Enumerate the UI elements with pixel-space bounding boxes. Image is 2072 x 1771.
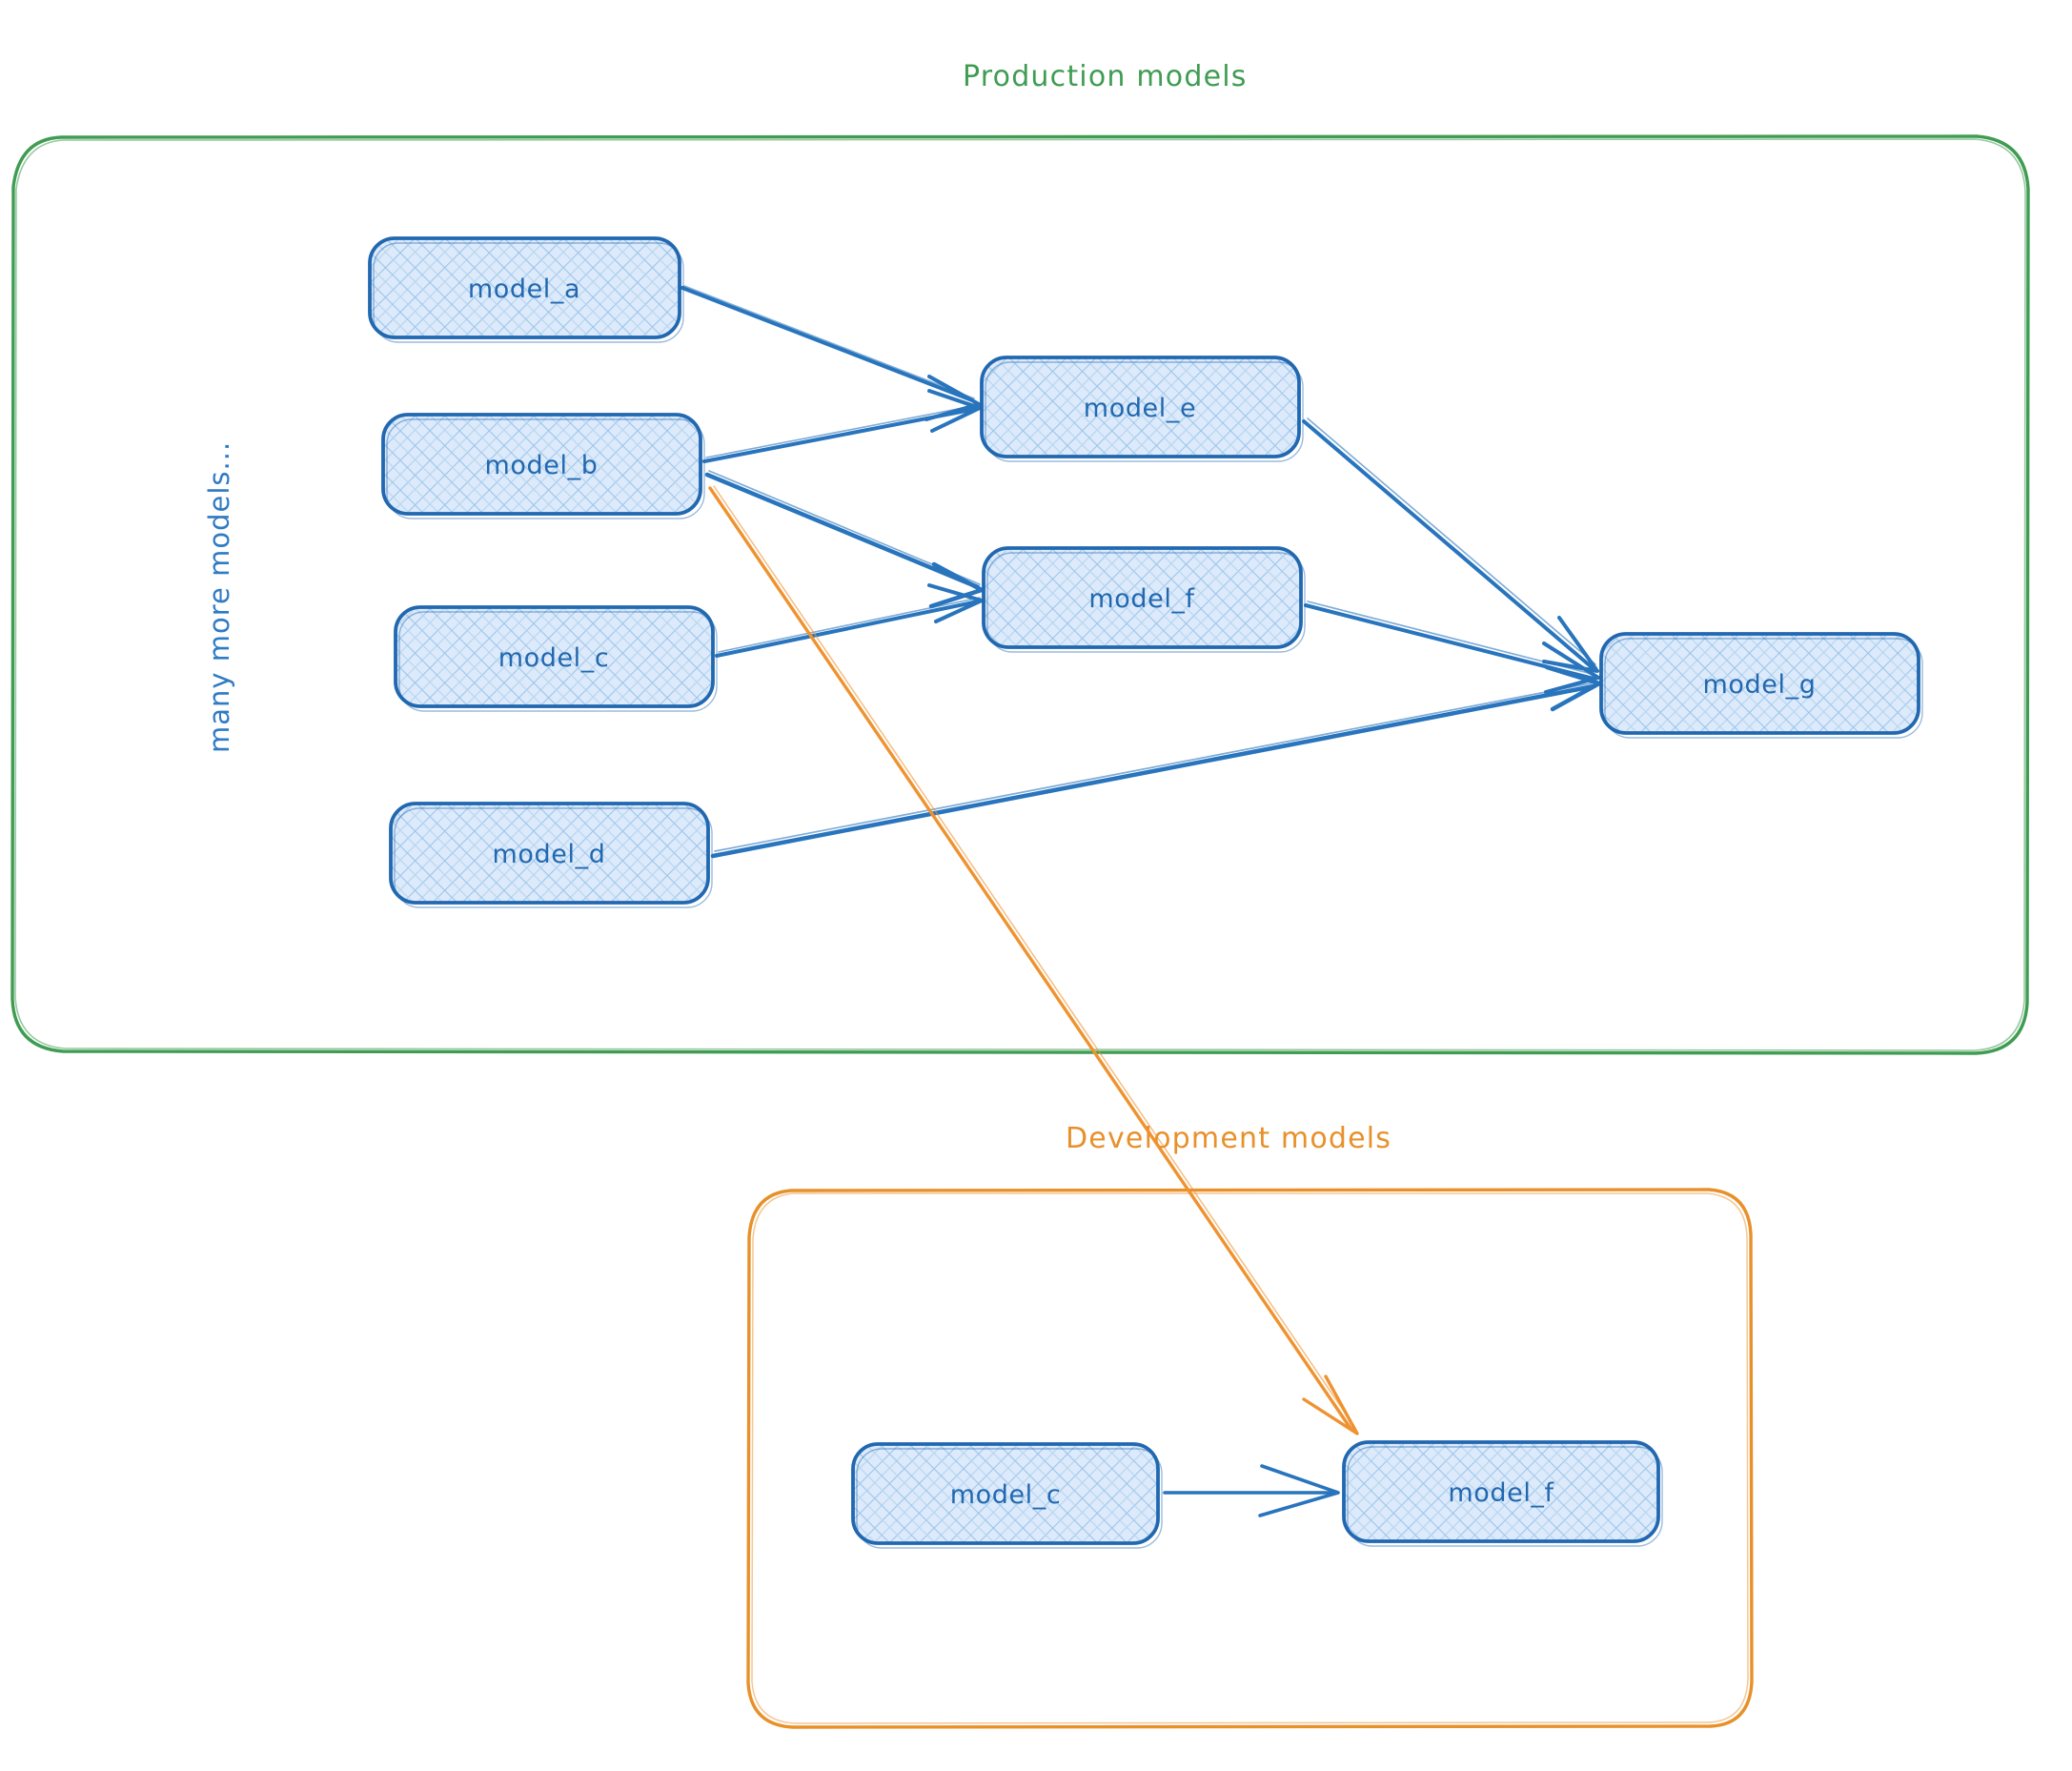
node-prod-model-f[interactable]: model_f	[982, 546, 1306, 653]
many-more-models-label: many more models...	[203, 441, 235, 753]
edge-a-to-model-e	[681, 285, 981, 421]
edge-e-to-model-g	[1302, 417, 1599, 673]
node-prod-model-a[interactable]: model_a	[368, 236, 684, 343]
edge-f-to-model-g	[1304, 601, 1600, 694]
edge-c-to-model-f	[715, 583, 984, 658]
development-group-title: Development models	[1066, 1122, 1391, 1155]
node-label: model_b	[485, 451, 599, 480]
group-container-production[interactable]	[10, 134, 2030, 1055]
node-label: model_f	[1088, 584, 1195, 614]
node-label: model_c	[498, 643, 610, 673]
edge-dev-c-to-dev-model-f	[1163, 1464, 1340, 1517]
group-container-development[interactable]	[746, 1188, 1754, 1729]
production-group-title: Production models	[963, 60, 1248, 93]
node-label: model_d	[493, 840, 606, 869]
node-prod-model-c[interactable]: model_c	[394, 605, 718, 712]
node-label: model_f	[1448, 1478, 1554, 1508]
node-dev-model-f[interactable]: model_f	[1342, 1440, 1663, 1547]
node-prod-model-d[interactable]: model_d	[389, 802, 713, 908]
node-label: model_c	[950, 1480, 1062, 1510]
node-dev-model-c[interactable]: model_c	[851, 1442, 1163, 1549]
node-label: model_g	[1703, 670, 1817, 700]
node-prod-model-b[interactable]: model_b	[381, 413, 705, 519]
edge-d-to-model-g	[710, 664, 1602, 859]
edge-b-to-dev-model-f	[708, 485, 1359, 1435]
node-prod-model-g[interactable]: model_g	[1599, 632, 1923, 739]
node-label: model_a	[468, 275, 580, 304]
edge-b-to-model-f	[704, 470, 985, 609]
edge-b-to-model-e	[702, 389, 982, 463]
node-prod-model-e[interactable]: model_e	[980, 356, 1304, 462]
node-label: model_e	[1084, 394, 1196, 423]
